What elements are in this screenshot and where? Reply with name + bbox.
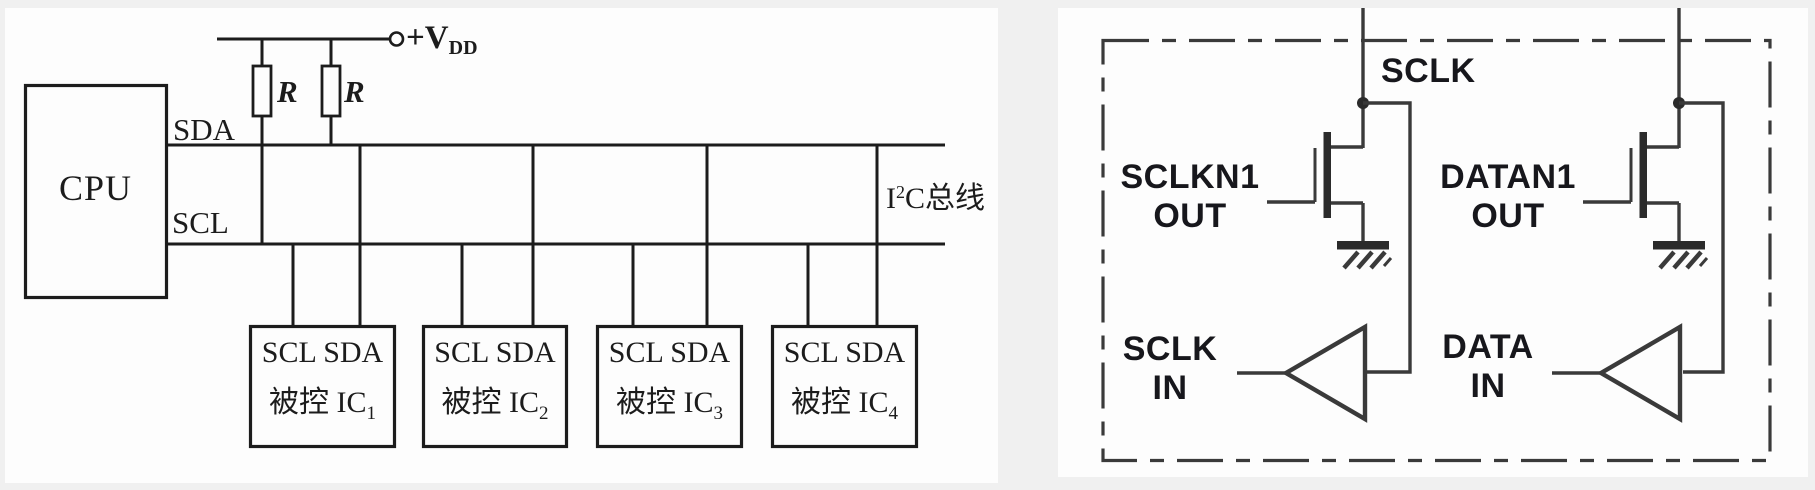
ic2-labels: SCL SDA 被控 IC2 xyxy=(423,326,567,447)
sclk-in-line1: SCLK xyxy=(1122,330,1218,368)
sclkn1-out-line2: OUT xyxy=(1153,197,1227,235)
sda-label: SDA xyxy=(173,112,236,147)
ic2-subscript: 2 xyxy=(539,403,549,424)
ic4-name-text: 被控 IC xyxy=(791,386,889,419)
vdd-terminal-circle xyxy=(388,31,405,47)
sclk-input-buffer-triangle xyxy=(1281,323,1368,423)
data-in-label: DATA IN xyxy=(1388,328,1588,406)
cpu-box xyxy=(23,83,169,300)
io-cell-dashed-border xyxy=(1101,38,1772,463)
data-input-buffer-triangle xyxy=(1596,323,1683,423)
vdd-label: +VDD xyxy=(406,20,478,59)
sclkn1-out-line1: SCLKN1 xyxy=(1120,158,1260,196)
ic1-subscript: 1 xyxy=(366,403,377,424)
bus-base: I xyxy=(886,182,896,215)
data-in-line1: DATA xyxy=(1442,328,1534,366)
data-feedback-wire xyxy=(1679,101,1725,374)
resistor2-label: R xyxy=(344,74,365,109)
ic4-subscript: 4 xyxy=(888,403,899,424)
sclk-in-label: SCLK IN xyxy=(1070,330,1270,408)
ic1-labels: SCL SDA 被控 IC1 xyxy=(250,326,395,447)
datan1-out-label: DATAN1 OUT xyxy=(1408,158,1608,236)
ic3-name-text: 被控 IC xyxy=(616,386,714,419)
ic2-name-text: 被控 IC xyxy=(441,386,540,419)
cpu-label: CPU xyxy=(58,168,133,208)
sclk-feedback-wire xyxy=(1363,101,1412,374)
sclk-ground-symbol xyxy=(1337,241,1393,270)
ic1-name-text: 被控 IC xyxy=(269,386,367,419)
ic1-box xyxy=(248,324,397,449)
right-circuit xyxy=(1101,8,1772,463)
ic2-name: 被控 IC2 xyxy=(423,386,567,424)
ic2-pin-names: SCL SDA xyxy=(434,336,556,369)
vdd-subscript: DD xyxy=(448,37,478,59)
datan1-out-line1: DATAN1 xyxy=(1440,158,1576,196)
sclk-net-label: SCLK xyxy=(1381,52,1476,90)
bus-rest: C总线 xyxy=(905,182,986,215)
ic4-pin-names: SCL SDA xyxy=(783,336,906,369)
ic4-box xyxy=(770,324,919,449)
sclkn1-out-label: SCLKN1 OUT xyxy=(1090,158,1290,236)
data-in-line2: IN xyxy=(1470,367,1506,405)
data-fet-channel-plate xyxy=(1639,132,1647,218)
ic2-box xyxy=(421,324,569,449)
resistor1-body xyxy=(251,64,273,118)
ic4-name: 被控 IC4 xyxy=(772,386,917,424)
ic4-labels: SCL SDA 被控 IC4 xyxy=(772,326,917,447)
data-ground-symbol xyxy=(1653,241,1709,270)
vdd-base: +V xyxy=(406,20,449,56)
resistor1-label: R xyxy=(277,74,298,109)
ic3-name: 被控 IC3 xyxy=(597,386,742,424)
resistor2-body xyxy=(320,64,342,118)
bus-superscript: 2 xyxy=(896,182,905,202)
data-channel xyxy=(1552,8,1725,423)
ic3-subscript: 3 xyxy=(713,403,724,424)
sclk-fet-channel-plate xyxy=(1323,132,1331,218)
ic3-labels: SCL SDA 被控 IC3 xyxy=(597,326,742,447)
i2c-bus-label: I2C总线 xyxy=(886,183,985,214)
datan1-out-line2: OUT xyxy=(1471,197,1545,235)
ic1-pin-names: SCL SDA xyxy=(261,336,384,369)
sclk-in-line2: IN xyxy=(1152,369,1188,407)
ic3-box xyxy=(595,324,744,449)
ic1-name: 被控 IC1 xyxy=(250,386,395,424)
left-circuit xyxy=(23,31,945,449)
scl-label: SCL xyxy=(172,205,229,240)
ic3-pin-names: SCL SDA xyxy=(608,336,731,369)
sclk-channel xyxy=(1237,8,1412,423)
